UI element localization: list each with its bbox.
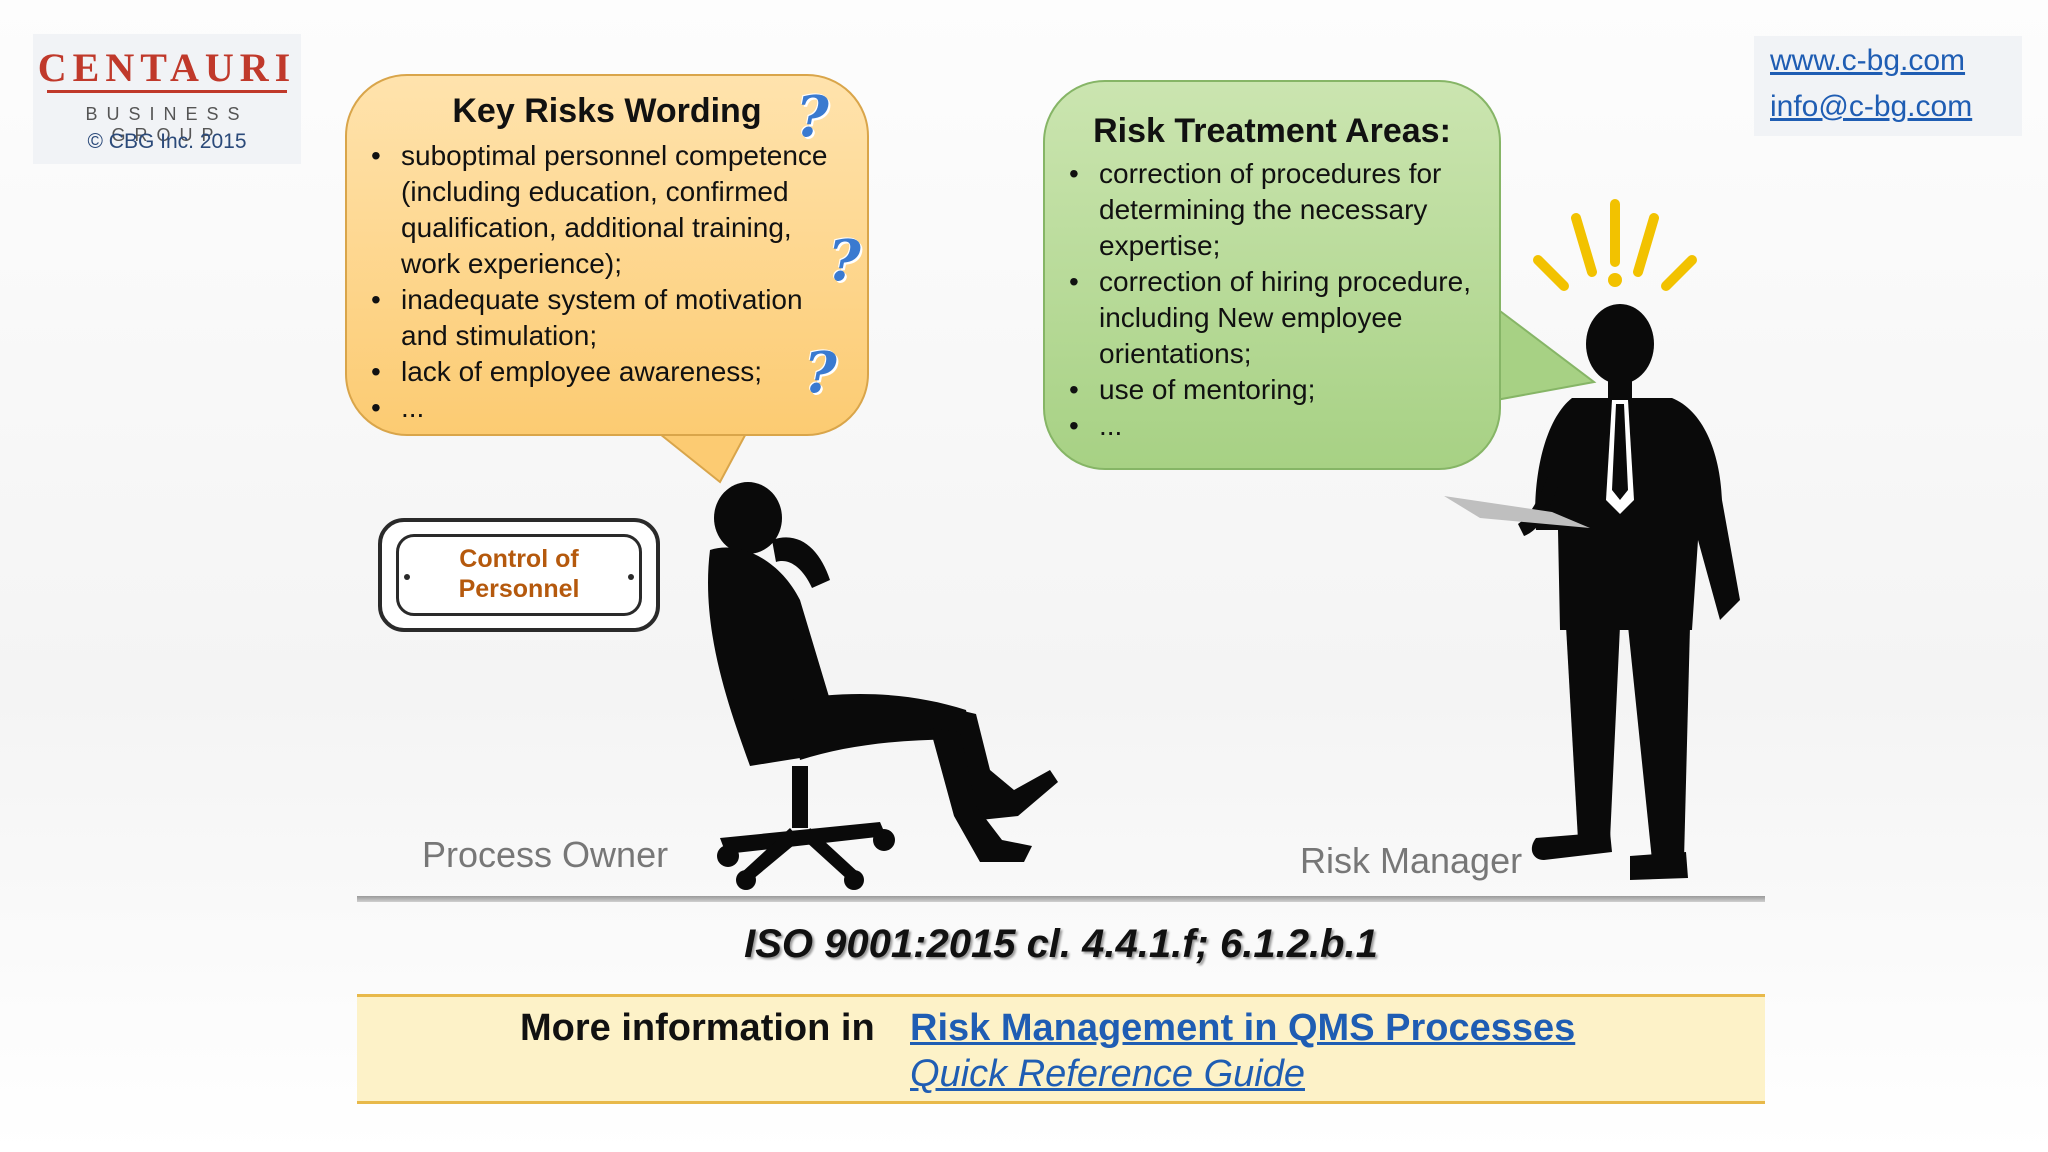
sign-text: Control of Personnel <box>382 544 656 604</box>
sign-line-2: Personnel <box>458 575 580 603</box>
more-info-band: More information in Risk Management in Q… <box>357 994 1765 1104</box>
risk-manager-label: Risk Manager <box>1300 840 1523 881</box>
question-mark-icon: ? <box>796 84 829 150</box>
ground-divider <box>357 896 1765 902</box>
sign-line-1: Control of <box>459 545 579 573</box>
key-risk-item: suboptimal personnel competence (includi… <box>371 138 851 282</box>
treatment-item: use of mentoring; <box>1069 372 1489 408</box>
control-of-personnel-sign: Control of Personnel <box>378 518 660 632</box>
email-link[interactable]: info@c-bg.com <box>1770 90 1973 123</box>
risk-treatment-title: Risk Treatment Areas: <box>1093 112 1451 150</box>
process-owner-silhouette <box>708 482 1058 890</box>
more-info-label: More information in <box>520 1007 875 1049</box>
logo-copyright: © CBG Inc. 2015 <box>87 130 247 153</box>
treatment-item: ... <box>1069 408 1489 444</box>
treatment-item: correction of procedures for determining… <box>1069 156 1489 264</box>
company-logo: CENTAURI BUSINESS GROUP © CBG Inc. 2015 <box>33 34 301 164</box>
key-risk-item: lack of employee awareness; <box>371 354 851 390</box>
question-mark-icon: ? <box>804 340 837 406</box>
logo-subtitle: BUSINESS GROUP <box>85 104 249 145</box>
risk-treatment-bubble: Risk Treatment Areas: correction of proc… <box>1043 80 1501 470</box>
treatment-item: correction of hiring procedure, includin… <box>1069 264 1489 372</box>
guide-link[interactable]: Risk Management in QMS Processes <box>910 1007 1576 1049</box>
key-risks-title: Key Risks Wording <box>452 92 762 130</box>
key-risk-item: ... <box>371 390 851 426</box>
question-mark-icon: ? <box>828 228 861 294</box>
risk-treatment-list: correction of procedures for determining… <box>1069 156 1489 444</box>
logo-rule <box>47 90 287 93</box>
key-risks-bubble: Key Risks Wording suboptimal personnel c… <box>345 74 869 436</box>
sign-screw <box>404 574 410 580</box>
key-risk-item: inadequate system of motivation and stim… <box>371 282 851 354</box>
process-owner-label: Process Owner <box>422 834 669 875</box>
sign-inner-frame <box>396 534 642 616</box>
guide-subtitle-link[interactable]: Quick Reference Guide <box>910 1053 1305 1095</box>
key-risks-list: suboptimal personnel competence (includi… <box>371 138 851 426</box>
sign-screw <box>628 574 634 580</box>
logo-title: CENTAURI <box>37 45 297 90</box>
website-link[interactable]: www.c-bg.com <box>1770 44 1966 77</box>
iso-reference: ISO 9001:2015 cl. 4.4.1.f; 6.1.2.b.1 <box>744 922 1378 966</box>
risk-manager-silhouette <box>1444 304 1740 880</box>
exclamation-alert-icon <box>1533 199 1697 291</box>
contact-box: www.c-bg.com info@c-bg.com <box>1754 36 2022 136</box>
